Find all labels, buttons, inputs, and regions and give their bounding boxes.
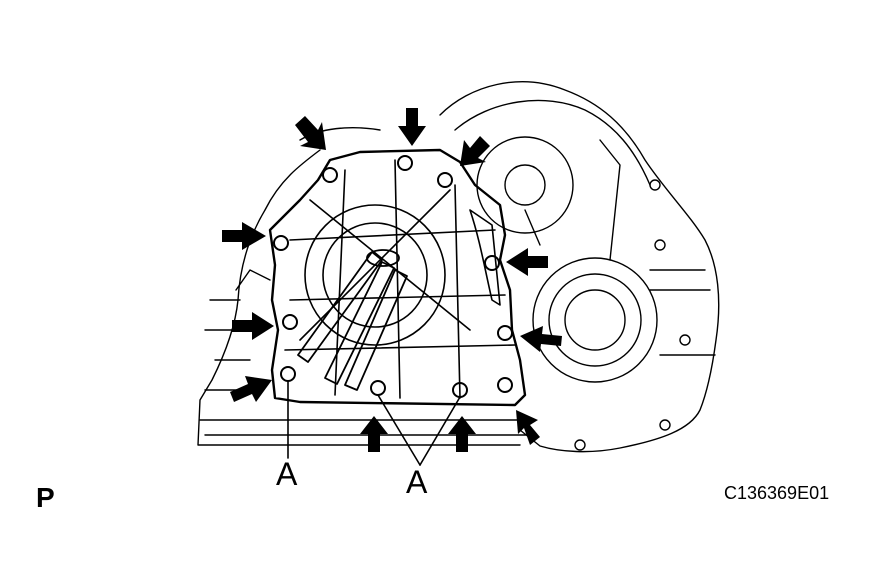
callout-label-a-left: A — [276, 456, 298, 492]
bolt-pointer-arrow-icon — [506, 248, 548, 276]
bolt-pointer-arrow-icon — [516, 410, 540, 445]
bolt-pointer-arrow-icon — [520, 326, 562, 352]
selector-shafts — [297, 249, 408, 391]
bolt-holes — [273, 155, 513, 398]
bolt — [280, 366, 296, 382]
bolt — [282, 314, 298, 330]
bolt-pointer-arrow-icon — [232, 312, 274, 340]
bolt — [370, 380, 386, 396]
case-cover — [268, 148, 527, 407]
bolt — [497, 325, 513, 341]
bolt — [437, 172, 453, 188]
callout-leaders — [287, 380, 461, 466]
case-cover-ribs — [284, 159, 516, 399]
bolt-pointer-arrow-icon — [222, 222, 266, 250]
view-marker: P — [36, 482, 55, 513]
callout-label-a-bottom: A — [406, 464, 428, 500]
figure-code: C136369E01 — [724, 483, 830, 503]
bolt — [273, 235, 289, 251]
bolt — [397, 155, 413, 171]
bolt-pointer-arrow-icon — [360, 416, 388, 452]
bolt — [322, 167, 338, 183]
bolt — [484, 255, 500, 271]
transmission-case-left — [197, 126, 531, 446]
bolt-pointer-arrow-icon — [448, 416, 476, 452]
bolt — [497, 377, 513, 393]
bolt-pointer-arrow-icon — [295, 116, 326, 150]
bolt-pointer-arrow-icon — [230, 376, 272, 402]
transaxle-housing — [439, 81, 720, 453]
bolt-pointer-arrow-icon — [398, 108, 426, 146]
bolt-pointer-arrow-icon — [460, 136, 490, 166]
